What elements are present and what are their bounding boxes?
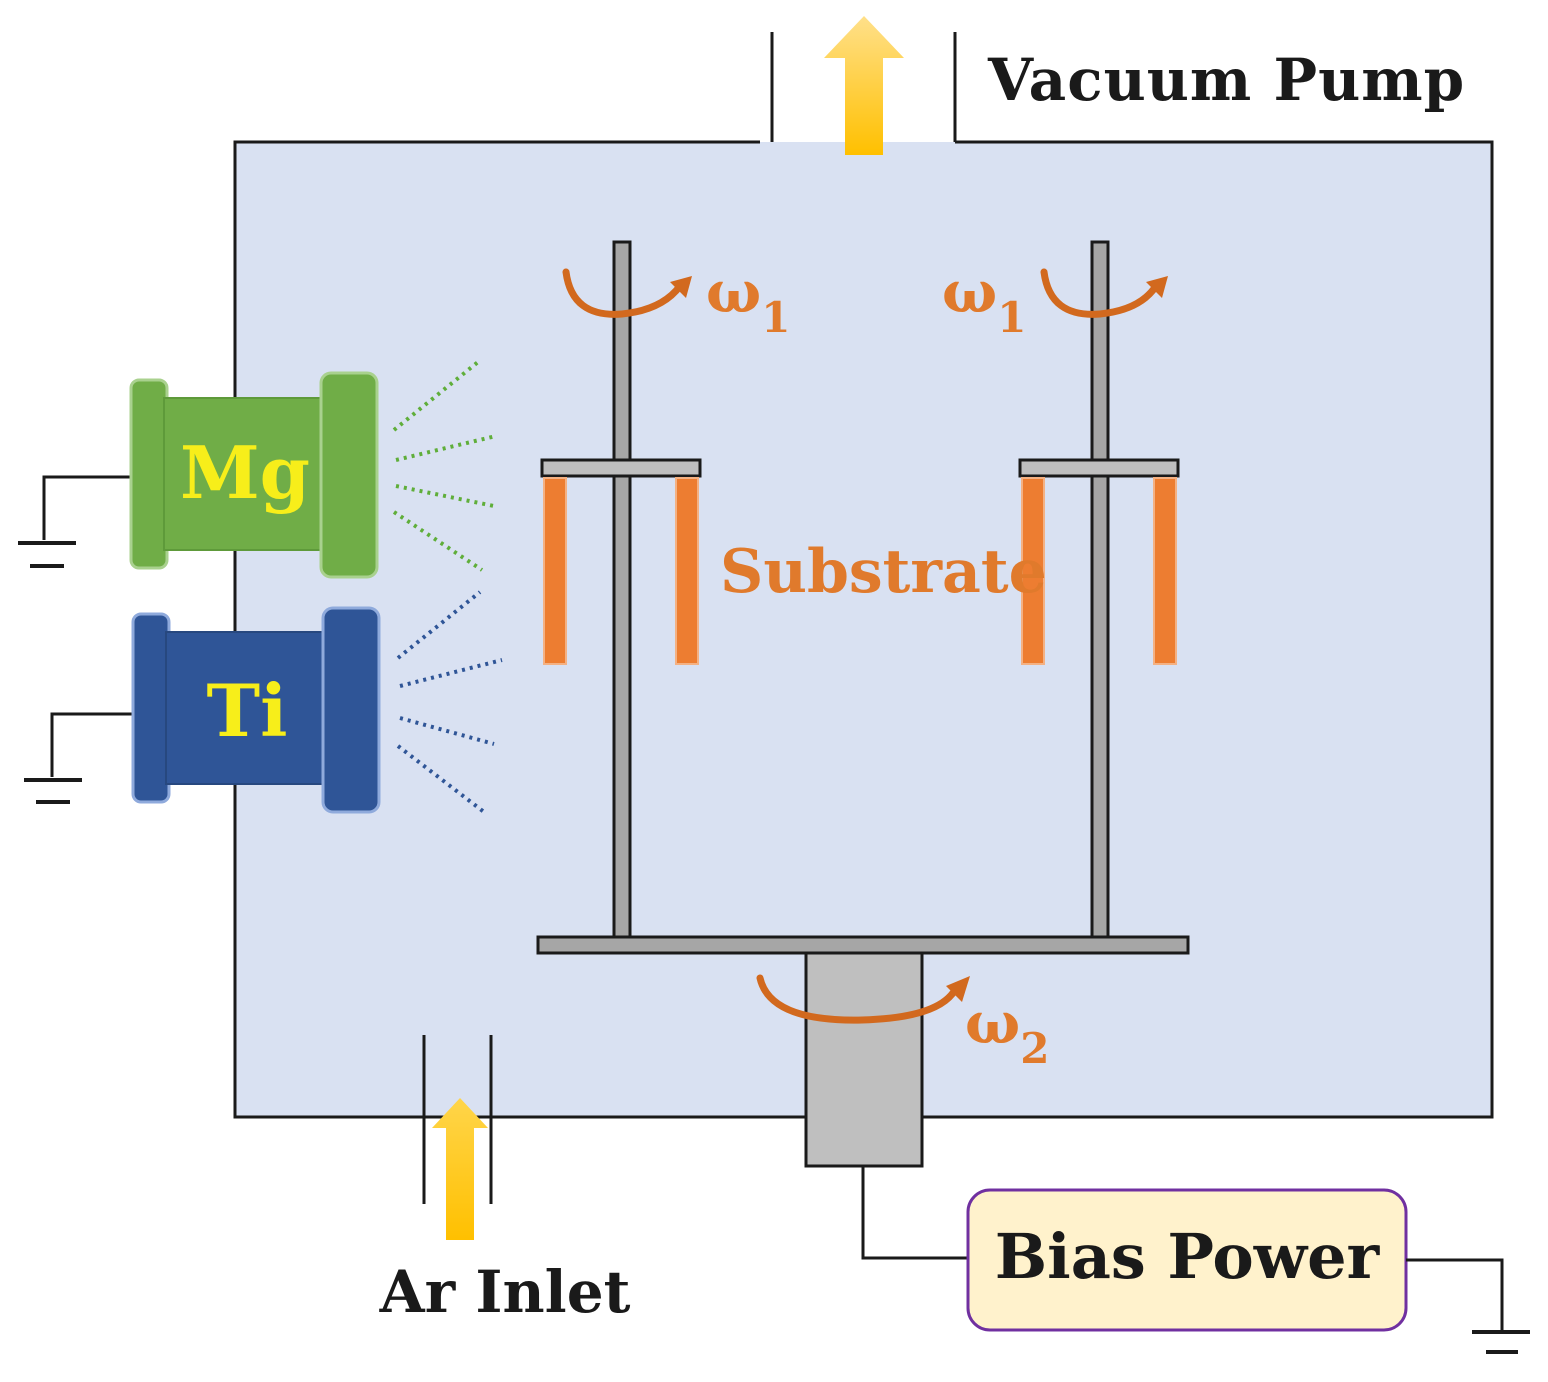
ti-sputter-rays — [396, 590, 503, 814]
rotation-shaft — [804, 951, 924, 1168]
left-substrate-b — [675, 477, 699, 665]
omega1-right-label: ω1 — [942, 258, 1026, 342]
left-holder-rod — [612, 240, 632, 944]
main-rotation-arrow-icon — [756, 974, 959, 1024]
omega2-label: ω2 — [965, 989, 1049, 1073]
mg-sputter-rays — [392, 360, 497, 572]
bias-ground-symbol-icon — [1472, 1330, 1530, 1354]
vacuum-pump-label: Vacuum Pump — [987, 46, 1465, 114]
left-substrate-a — [543, 477, 567, 665]
right-rotation-arrowhead-icon — [1146, 276, 1168, 298]
right-substrate-a — [1021, 477, 1045, 665]
vacuum-pump-arrow-icon — [824, 16, 904, 155]
ar-inlet-label: Ar Inlet — [379, 1258, 631, 1326]
right-rotation-arrow-icon — [1040, 268, 1160, 318]
mg-ground-wire — [42, 475, 133, 540]
ti-target-label: Ti — [207, 668, 288, 753]
left-holder-crossbar — [540, 458, 702, 478]
bias-power-label: Bias Power — [995, 1220, 1381, 1293]
left-rotation-arrowhead-icon — [670, 276, 692, 298]
mg-ground-symbol-icon — [18, 541, 76, 568]
right-holder-crossbar — [1018, 458, 1180, 478]
mg-target: Mg — [18, 360, 497, 579]
ti-ground-symbol-icon — [24, 778, 82, 804]
ar-inlet-arrow-icon — [432, 1098, 488, 1240]
right-holder-rod — [1090, 240, 1110, 944]
ti-ground-wire — [50, 712, 135, 777]
omega1-left-label: ω1 — [706, 258, 790, 342]
substrate-label: Substrate — [720, 537, 1047, 607]
main-rotation-arrowhead-icon — [946, 976, 970, 1002]
main-platform — [536, 935, 1190, 955]
bias-ground-wire — [1406, 1258, 1504, 1330]
ti-target: Ti — [24, 590, 503, 814]
bias-wire — [861, 1166, 968, 1260]
right-substrate-b — [1153, 477, 1177, 665]
left-rotation-arrow-icon — [562, 268, 684, 318]
mg-target-label: Mg — [180, 430, 310, 515]
